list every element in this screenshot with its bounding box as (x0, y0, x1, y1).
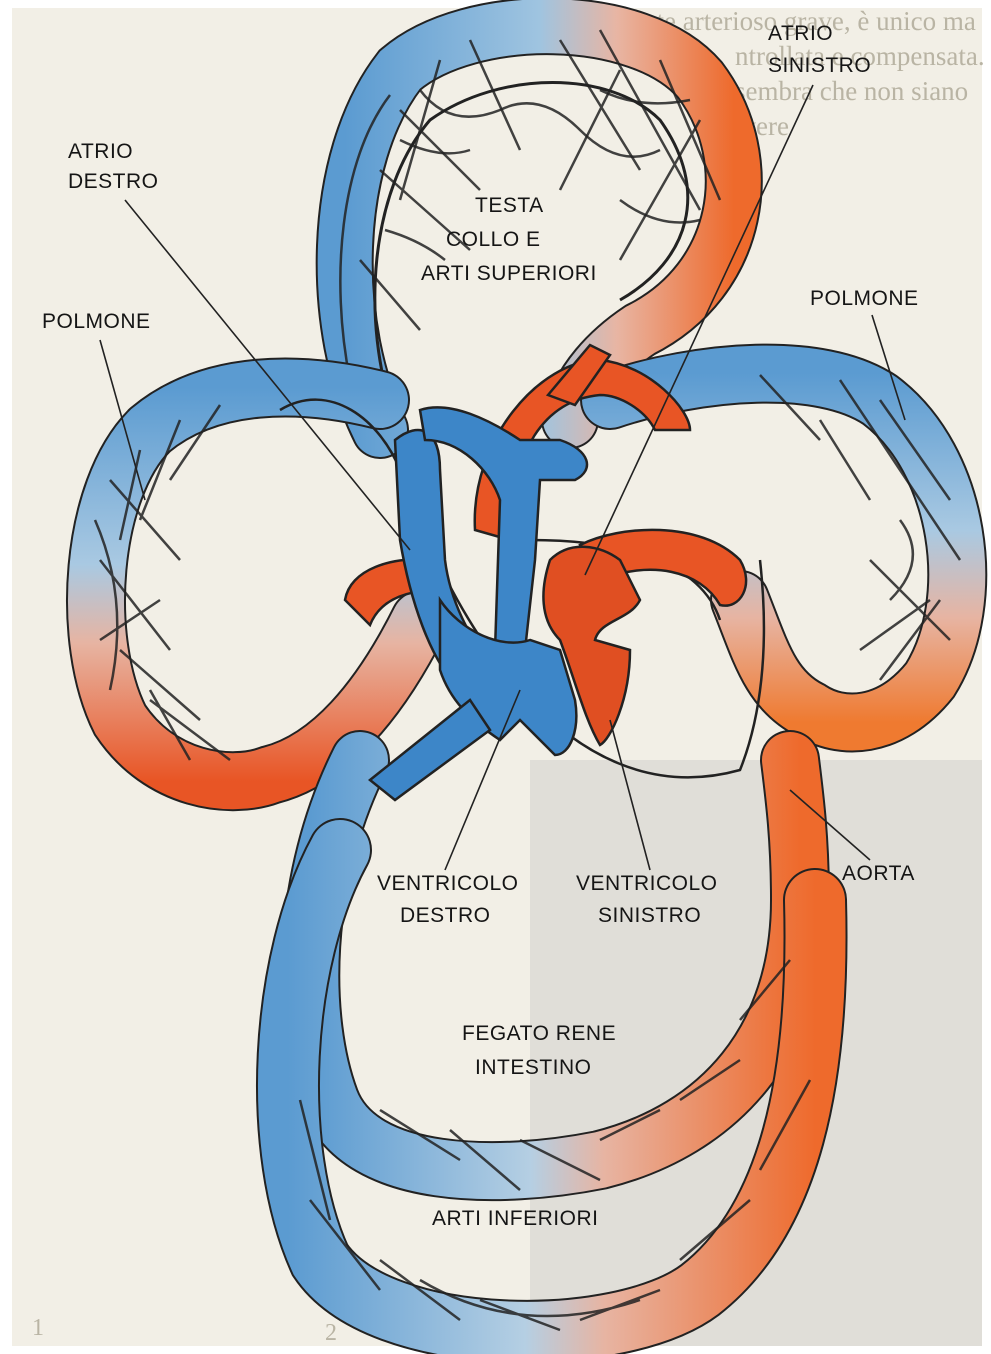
background-text-line: sembra che non siano (735, 76, 968, 106)
label-arti-inferiori: ARTI INFERIORI (432, 1207, 598, 1230)
label-atrio-sinistro-line2: SINISTRO (768, 54, 871, 77)
label-fegato-line2: INTESTINO (475, 1056, 592, 1079)
label-ventricolo-destro-line1: VENTRICOLO (377, 872, 519, 895)
label-atrio-destro-line1: ATRIO (68, 140, 133, 163)
label-testa-line1: TESTA (475, 194, 544, 217)
label-ventricolo-sinistro-line1: VENTRICOLO (576, 872, 718, 895)
label-polmone-left: POLMONE (42, 310, 151, 333)
label-testa-line3: ARTI SUPERIORI (421, 262, 597, 285)
label-aorta: AORTA (842, 862, 915, 885)
label-testa-line2: COLLO E (446, 228, 541, 251)
label-polmone-right: POLMONE (810, 287, 919, 310)
label-ventricolo-sinistro-line2: SINISTRO (598, 904, 701, 927)
label-ventricolo-destro-line2: DESTRO (400, 904, 491, 927)
figure-number: 1 (32, 1315, 44, 1341)
label-fegato-line1: FEGATO RENE (462, 1022, 616, 1045)
label-atrio-sinistro-line1: ATRIO (768, 22, 833, 45)
label-atrio-destro-line2: DESTRO (68, 170, 159, 193)
figure-number: 2 (325, 1320, 337, 1346)
